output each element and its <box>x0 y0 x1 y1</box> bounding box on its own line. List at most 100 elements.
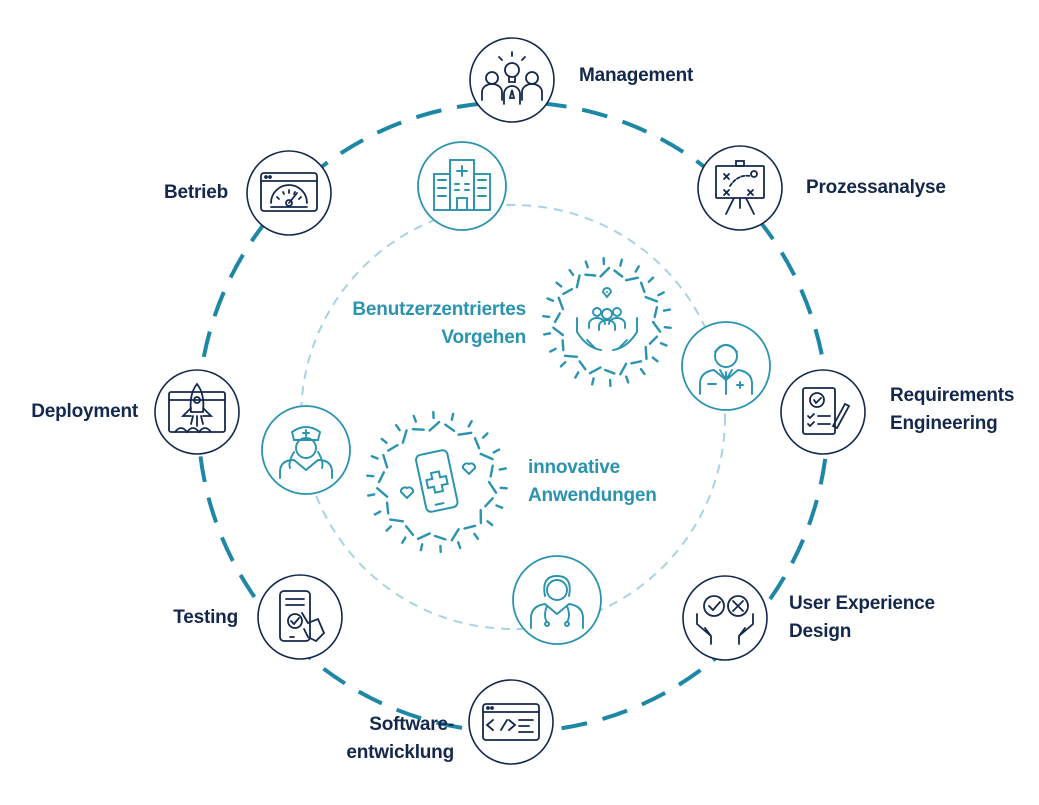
burst-ray <box>591 377 595 386</box>
rocket-window-icon <box>168 382 226 434</box>
burst-dash <box>416 532 431 541</box>
burst-ray <box>370 455 379 460</box>
user-centered-label: Benutzerzentriertes Vorgehen <box>320 296 526 352</box>
ux-label: User Experience Design <box>789 590 935 646</box>
burst-dash <box>578 360 587 371</box>
checklist-icon <box>802 387 851 435</box>
burst-ray <box>619 258 623 267</box>
burst-ray <box>499 486 508 490</box>
hospital-node <box>417 141 507 231</box>
burst-dash <box>433 534 447 541</box>
burst-ray <box>584 260 589 269</box>
software-label-line1: Software- <box>369 714 454 735</box>
burst-ray <box>457 541 462 550</box>
burst-ray <box>473 532 480 540</box>
burst-ray <box>492 448 501 454</box>
burst-dash <box>557 296 565 311</box>
burst-dash <box>552 326 565 337</box>
burst-ray <box>373 510 382 516</box>
requirements-label-line2: Engineering <box>890 413 998 434</box>
burst-ray <box>385 525 393 532</box>
burst-ray <box>555 281 563 288</box>
burst-dash <box>385 501 390 515</box>
burst-ray <box>367 493 376 497</box>
management-label: Management <box>579 65 694 86</box>
burst-ray <box>481 432 489 439</box>
burst-dash <box>644 345 648 361</box>
burst-dash <box>630 360 643 365</box>
burst-ray <box>486 520 494 527</box>
burst-dash <box>561 339 565 352</box>
burst-ray <box>450 412 455 421</box>
deployment-node <box>154 369 240 455</box>
burst-dash <box>604 368 616 375</box>
burst-dash <box>489 464 494 478</box>
burst-dash <box>599 266 611 278</box>
female-doctor-node <box>512 555 602 645</box>
code-window-icon <box>482 703 540 741</box>
hospital-icon <box>433 159 491 211</box>
burst-dash <box>644 295 659 303</box>
burst-ray <box>663 326 672 329</box>
burst-ray <box>467 420 473 428</box>
software-node <box>468 679 554 765</box>
burst-dash <box>651 320 662 333</box>
burst-ray <box>498 467 507 471</box>
doctor-icon <box>699 344 753 395</box>
burst-dash <box>624 276 640 282</box>
check-cross-hands-icon <box>696 595 754 645</box>
caring-hands-icon <box>576 287 638 351</box>
burst-dash <box>613 269 624 278</box>
burst-ray <box>543 332 552 336</box>
testing-label: Testing <box>173 607 238 628</box>
burst-dash <box>411 428 425 431</box>
burst-ray <box>412 414 417 423</box>
inner-dashed-ring <box>300 204 726 630</box>
requirements-label-line1: Requirements <box>890 385 1015 406</box>
deployment-label: Deployment <box>31 401 138 422</box>
burst-ray <box>419 543 424 552</box>
strategy-board-icon <box>715 160 765 215</box>
burst-dash <box>382 453 389 469</box>
prozessanalyse-label: Prozessanalyse <box>806 177 946 198</box>
burst-dash <box>479 452 494 461</box>
burst-dash <box>584 273 597 277</box>
burst-ray <box>639 367 646 376</box>
ux-label-line2: Design <box>789 621 852 642</box>
ux-label-line1: User Experience <box>789 593 935 614</box>
burst-dash <box>484 497 494 508</box>
burst-ray <box>380 437 388 444</box>
idea-team-icon <box>481 51 543 105</box>
user-centered-burst <box>542 256 672 388</box>
management-node <box>469 37 555 123</box>
innovative-burst <box>366 410 508 554</box>
burst-dash <box>401 429 408 444</box>
burst-ray <box>495 504 504 509</box>
burst-dash <box>377 471 386 484</box>
burst-ray <box>647 276 655 283</box>
medical-phone-icon <box>399 449 477 513</box>
burst-dash <box>387 443 399 452</box>
burst-ray <box>625 375 630 384</box>
burst-dash <box>457 431 473 436</box>
female-doctor-icon <box>530 575 584 629</box>
burst-dash <box>639 281 646 294</box>
betrieb-label: Betrieb <box>163 182 228 203</box>
burst-ray <box>634 265 640 273</box>
software-label: Software- entwicklung <box>330 711 454 767</box>
nurse-node <box>261 405 351 495</box>
burst-ray <box>542 315 551 318</box>
burst-ray <box>559 361 567 368</box>
burst-dash <box>619 362 628 376</box>
burst-ray <box>574 371 580 379</box>
burst-dash <box>428 420 441 432</box>
user-centered-label-line2: Vorgehen <box>441 327 526 348</box>
testing-node <box>257 574 343 660</box>
burst-ray <box>401 536 407 544</box>
burst-dash <box>450 528 460 542</box>
software-label-line2: entwicklung <box>346 742 454 763</box>
innovative-label-line1: innovative <box>528 457 620 478</box>
burst-ray <box>662 308 671 312</box>
burst-dash <box>487 480 498 494</box>
burst-ray <box>659 342 668 347</box>
